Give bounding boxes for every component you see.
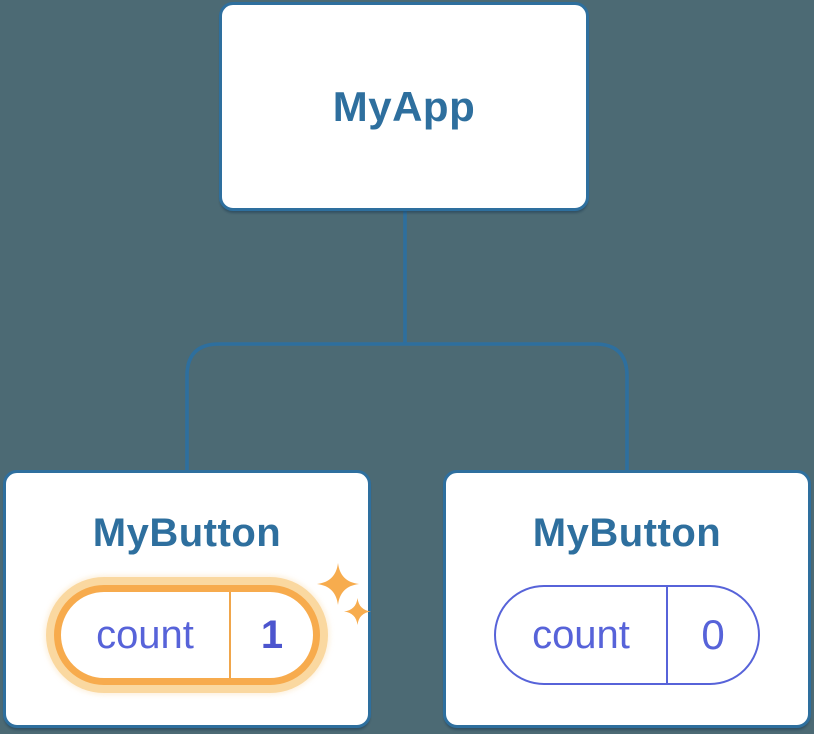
component-node-mybutton-2: MyButton count 0: [443, 470, 811, 728]
state-key-label: count: [532, 612, 630, 657]
state-value: 1: [260, 612, 284, 657]
sparkle-large-icon: [317, 563, 359, 605]
component-node-mybutton-1: MyButton count 1: [3, 470, 371, 728]
component-label: MyApp: [332, 82, 476, 130]
component-node-myapp: MyApp: [219, 2, 589, 211]
pill-divider: [229, 592, 231, 678]
sparkle-small-icon: [344, 598, 371, 625]
component-label: MyButton: [92, 511, 282, 555]
state-pill-highlighted: count 1: [54, 585, 320, 685]
component-label: MyButton: [532, 511, 722, 555]
state-key-label: count: [96, 612, 194, 657]
pill-divider: [666, 587, 668, 683]
state-value: 0: [701, 611, 725, 658]
state-pill: count 0: [494, 585, 760, 685]
connector-branch-line: [185, 342, 629, 470]
